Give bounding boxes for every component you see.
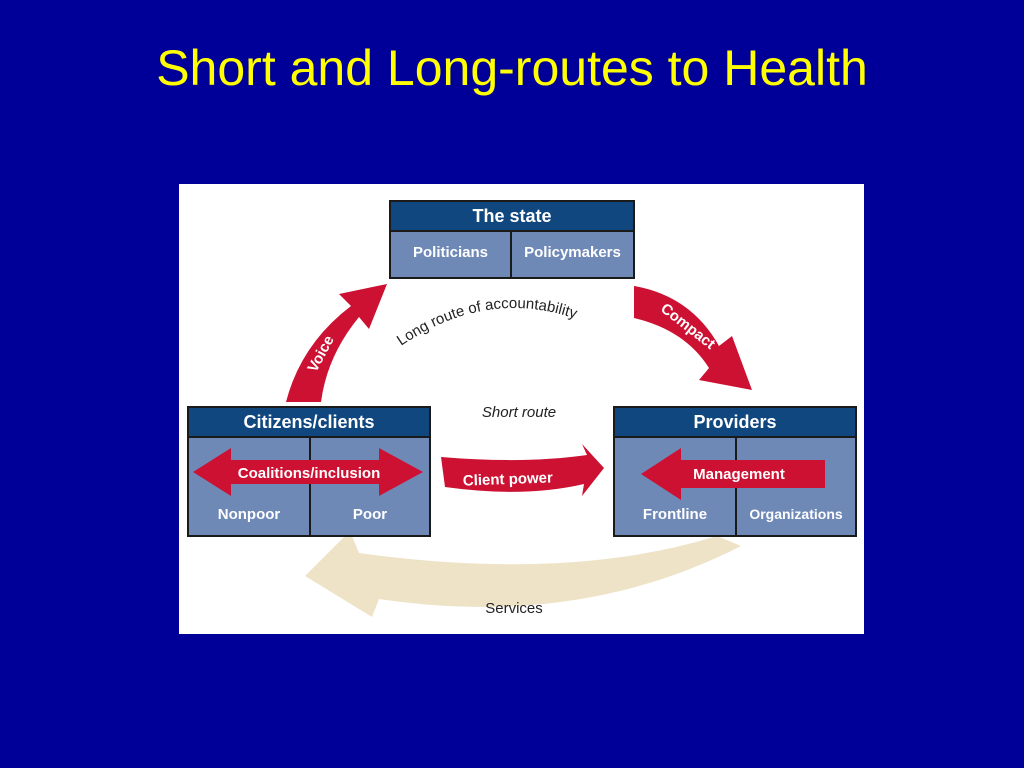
diagram-panel: Voice Compact Client power Services Long… <box>179 184 864 634</box>
slide-title: Short and Long-routes to Health <box>156 40 868 96</box>
client-power-label: Client power <box>463 469 554 489</box>
state-box: The state Politicians Policymakers <box>389 200 635 279</box>
services-label: Services <box>485 600 543 617</box>
management-arrow-overlay <box>641 448 825 500</box>
compact-arrow <box>634 286 752 390</box>
frontline-cell: Frontline <box>642 506 708 523</box>
politicians-cell: Politicians <box>412 244 489 261</box>
voice-arrow <box>286 284 387 402</box>
client-power-arrow <box>441 444 604 496</box>
state-title: The state <box>391 202 633 232</box>
inner-arrows: Coalitions/inclusion Management <box>193 448 825 500</box>
services-arrow <box>305 531 741 617</box>
organizations-cell: Organizations <box>749 506 843 522</box>
nonpoor-cell: Nonpoor <box>217 506 281 523</box>
citizens-title: Citizens/clients <box>189 408 429 438</box>
poor-cell: Poor <box>352 506 388 523</box>
management-label: Management <box>693 466 785 483</box>
coalitions-label: Coalitions/inclusion <box>238 465 381 482</box>
policymakers-cell: Policymakers <box>524 244 621 261</box>
coalitions-arrow-overlay <box>193 448 423 496</box>
short-route-label: Short route <box>482 404 556 421</box>
